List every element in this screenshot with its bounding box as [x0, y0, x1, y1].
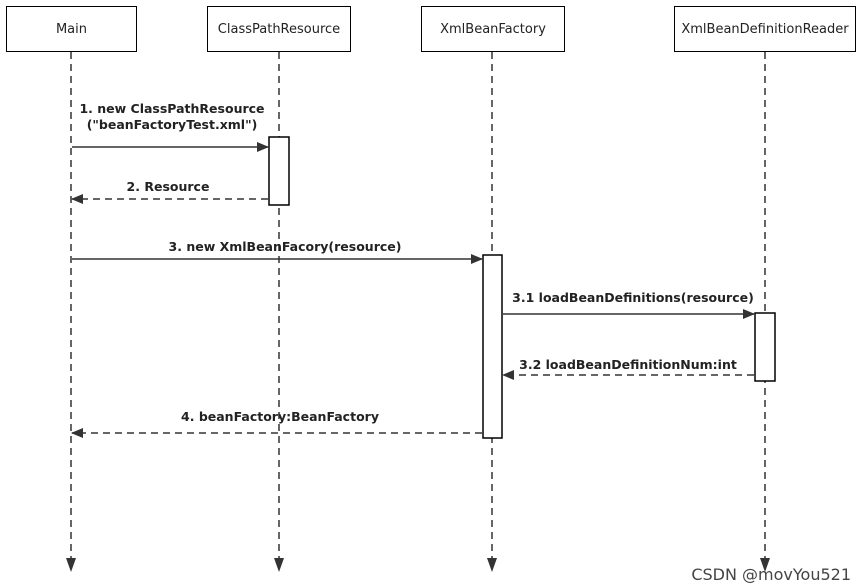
message-label-3: 3. new XmlBeanFacory(resource): [168, 239, 402, 254]
lifeline-end-arrow-factory: [487, 558, 497, 572]
message-label-2: 2. Resource: [126, 179, 210, 194]
activation-factory: [482, 254, 503, 439]
participant-main: Main: [6, 6, 137, 52]
lifeline-end-arrow-reader: [760, 558, 770, 572]
activation-reader: [754, 312, 776, 382]
participant-main-label: Main: [55, 21, 88, 37]
message-label-1: 1. new ClassPathResource ("beanFactoryTe…: [72, 101, 272, 133]
message-label-3-1: 3.1 loadBeanDefinitions(resource): [512, 290, 754, 305]
lifeline-end-arrow-resource: [274, 558, 284, 572]
participant-classpathresource-label: ClassPathResource: [217, 21, 341, 37]
watermark-text: CSDN @movYou521: [691, 565, 851, 584]
participant-classpathresource: ClassPathResource: [207, 6, 351, 52]
participant-xmlbeanfactory-label: XmlBeanFactory: [440, 21, 546, 37]
activation-resource: [268, 136, 290, 206]
participant-xmlbeandefinitionreader-label: XmlBeanDefinitionReader: [681, 21, 849, 37]
participant-xmlbeandefinitionreader: XmlBeanDefinitionReader: [674, 6, 856, 52]
message-label-3-2: 3.2 loadBeanDefinitionNum:int: [519, 357, 737, 372]
message-label-4: 4. beanFactory:BeanFactory: [181, 409, 379, 424]
message-label-1-line2: ("beanFactoryTest.xml"): [86, 117, 258, 132]
participant-xmlbeanfactory: XmlBeanFactory: [421, 6, 565, 52]
message-label-1-line1: 1. new ClassPathResource: [79, 101, 265, 116]
lifeline-end-arrow-main: [66, 558, 76, 572]
